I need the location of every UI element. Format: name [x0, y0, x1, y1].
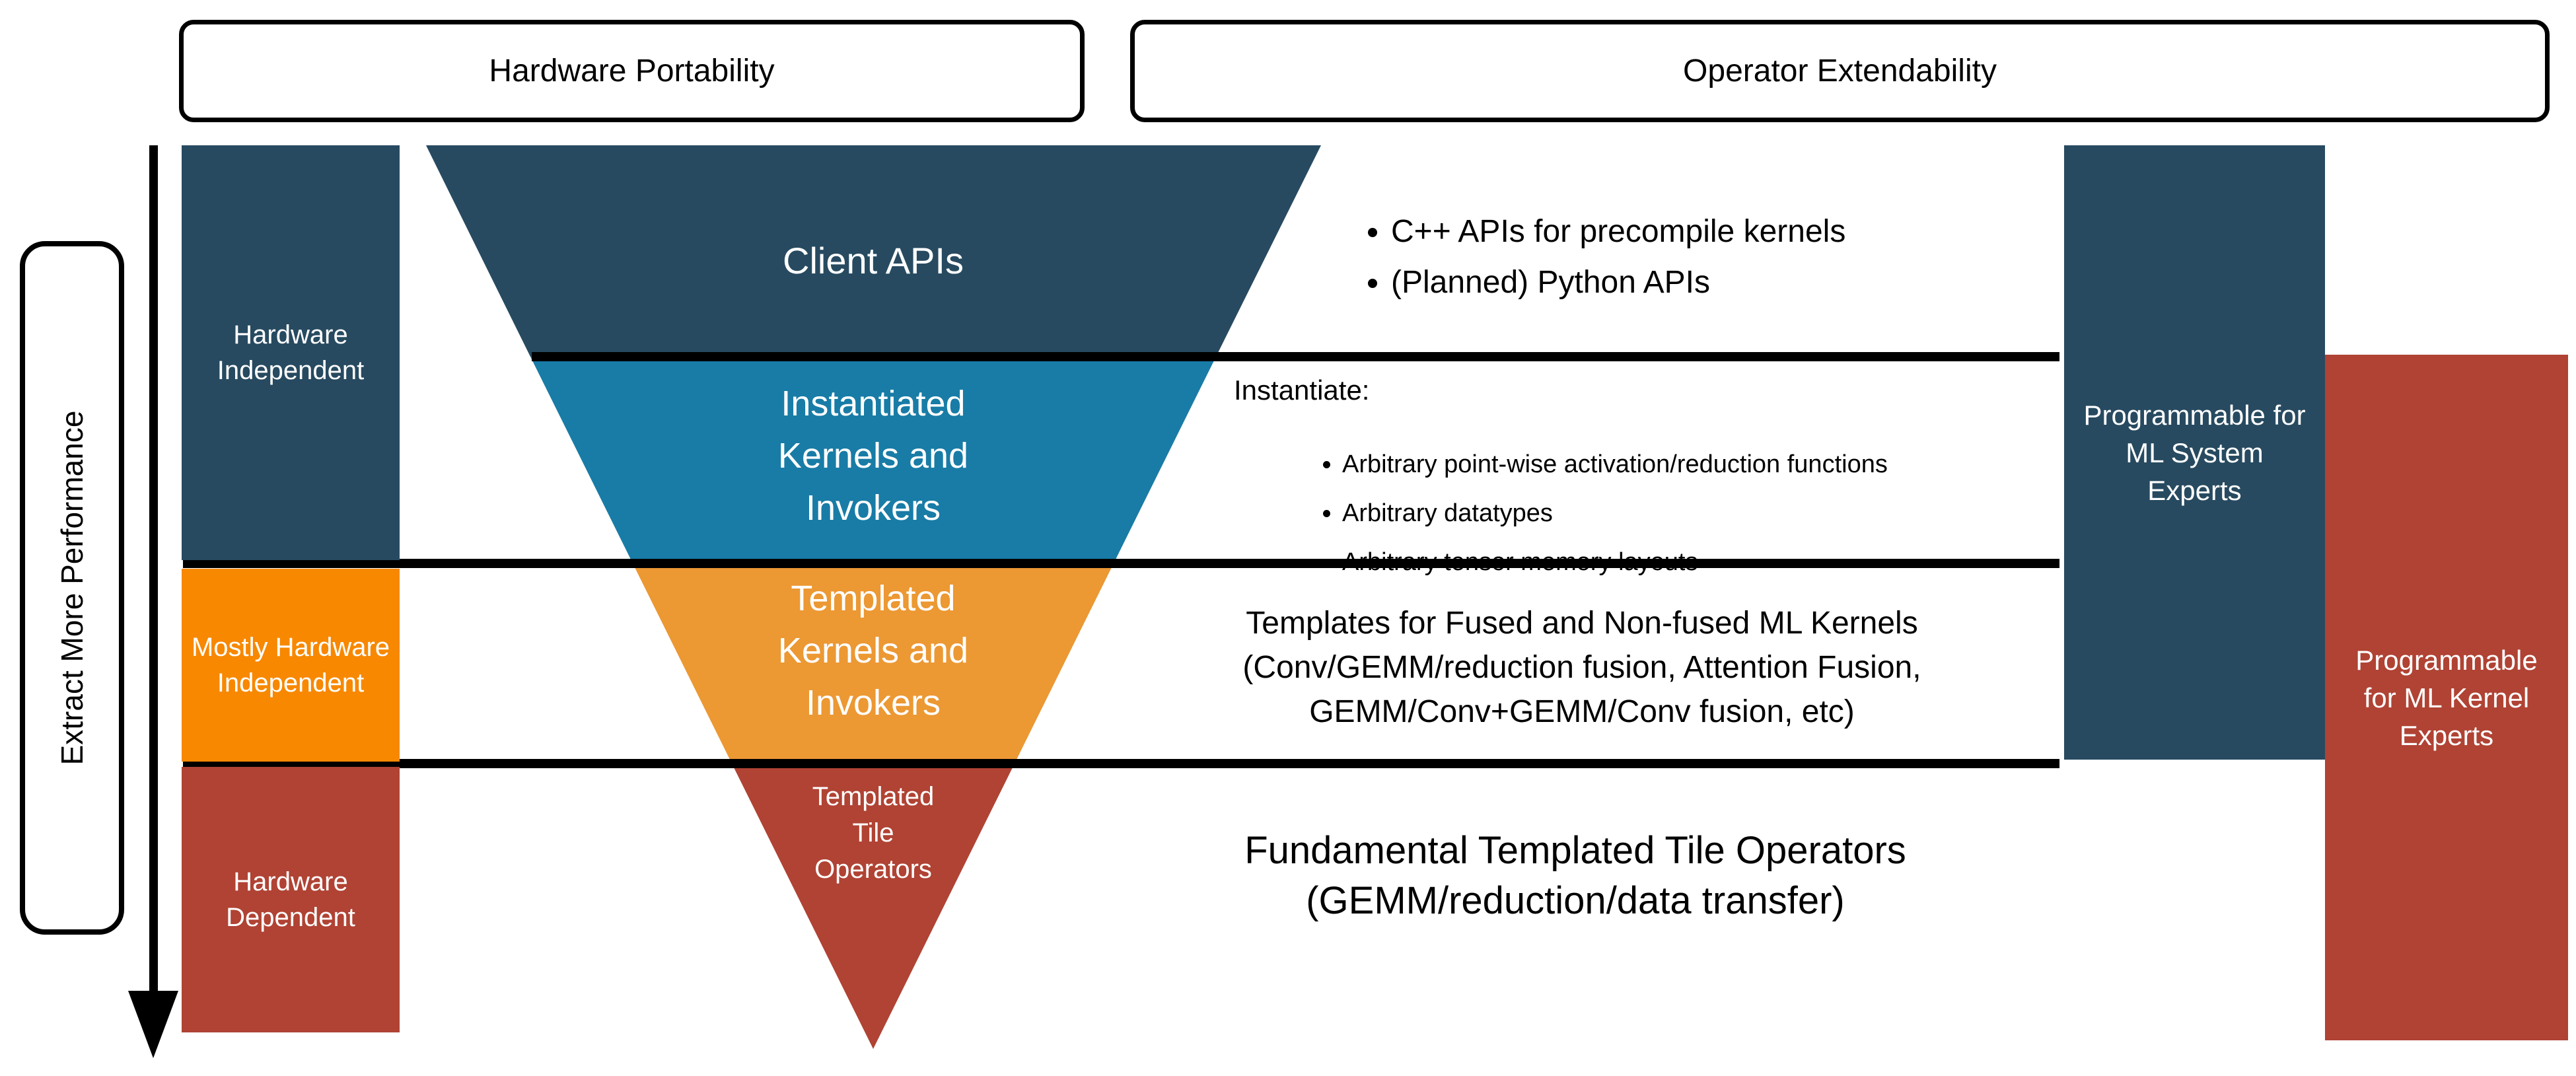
funnel-label-templated-line2: Kernels and	[777, 631, 969, 670]
funnel-layer-tile-operators-shape	[732, 764, 1015, 1049]
left-box-hardware-dependent: Hardware Dependent	[182, 767, 400, 1032]
banner-hardware-portability-label: Hardware Portability	[489, 54, 775, 89]
left-box-hardware-independent-label: Hardware Independent	[217, 320, 365, 385]
templates-annotation-line2: (Conv/GEMM/reduction fusion, Attention F…	[1242, 650, 1921, 685]
funnel-label-instantiated-line1: Instantiated	[781, 384, 966, 423]
banner-operator-extendability-label: Operator Extendability	[1683, 54, 1997, 89]
extract-more-performance-box: Extract More Performance	[20, 241, 124, 935]
funnel-label-client-apis: Client APIs	[609, 235, 1137, 287]
instantiate-bullet-1: Arbitrary point-wise activation/reductio…	[1342, 440, 1888, 489]
client-api-bullet-list: C++ APIs for precompile kernels (Planned…	[1359, 206, 1845, 308]
right-box-ml-kernel-experts-label: Programmable for ML Kernel Experts	[2355, 644, 2538, 751]
banner-operator-extendability: Operator Extendability	[1130, 20, 2550, 122]
right-box-ml-system-experts: Programmable for ML System Experts	[2064, 145, 2325, 760]
funnel-label-templated: Templated Kernels and Invokers	[642, 573, 1104, 729]
separator-line-3	[183, 759, 2059, 768]
left-box-hardware-dependent-label: Hardware Dependent	[226, 867, 355, 932]
templates-annotation-line1: Templates for Fused and Non-fused ML Ker…	[1246, 606, 1918, 641]
funnel-layer-client-apis-shape	[426, 145, 1321, 357]
instantiate-bullet-3: Arbitrary tensor memory layouts	[1342, 538, 1888, 587]
funnel-label-templated-line3: Invokers	[805, 683, 941, 723]
left-box-hardware-independent: Hardware Independent	[182, 145, 400, 560]
funnel-layer-templated-shape	[633, 563, 1114, 764]
fundamental-annotation-line1: Fundamental Templated Tile Operators	[1244, 829, 1906, 872]
instantiate-heading: Instantiate:	[1234, 375, 1370, 406]
templates-annotation-line3: GEMM/Conv+GEMM/Conv fusion, etc)	[1309, 694, 1855, 729]
separator-line-2	[183, 559, 2059, 568]
fundamental-annotation: Fundamental Templated Tile Operators (GE…	[1090, 826, 2061, 926]
fundamental-annotation-line2: (GEMM/reduction/data transfer)	[1306, 879, 1845, 922]
client-api-bullet-1: C++ APIs for precompile kernels	[1391, 206, 1845, 257]
templates-annotation: Templates for Fused and Non-fused ML Ker…	[1123, 601, 2041, 734]
funnel-label-tile-operators-line2: Tile	[852, 818, 894, 847]
performance-arrow-head	[128, 991, 178, 1058]
funnel-label-tile-operators: Templated Tile Operators	[741, 779, 1005, 888]
funnel-layer-instantiated-shape	[530, 357, 1216, 563]
funnel-label-client-apis-text: Client APIs	[783, 240, 964, 281]
funnel-label-instantiated-line2: Kernels and	[777, 436, 969, 476]
right-box-ml-kernel-experts: Programmable for ML Kernel Experts	[2325, 355, 2568, 1040]
left-box-mostly-hardware-independent-label: Mostly Hardware Independent	[191, 633, 390, 698]
funnel-label-instantiated: Instantiated Kernels and Invokers	[642, 378, 1104, 534]
banner-hardware-portability: Hardware Portability	[179, 20, 1085, 122]
left-box-mostly-hardware-independent: Mostly Hardware Independent	[182, 569, 400, 762]
funnel-label-instantiated-line3: Invokers	[805, 488, 941, 528]
funnel-label-tile-operators-line3: Operators	[814, 855, 932, 884]
instantiate-bullet-list: Arbitrary point-wise activation/reductio…	[1313, 440, 1888, 587]
funnel-label-tile-operators-line1: Templated	[812, 782, 935, 811]
right-box-ml-system-experts-label: Programmable for ML System Experts	[2083, 399, 2306, 506]
instantiate-bullet-2: Arbitrary datatypes	[1342, 489, 1888, 538]
performance-arrow-line	[149, 145, 158, 996]
funnel-label-templated-line1: Templated	[791, 579, 956, 618]
client-api-bullet-2: (Planned) Python APIs	[1391, 257, 1845, 308]
extract-more-performance-label: Extract More Performance	[55, 410, 89, 766]
separator-line-1	[532, 352, 2059, 361]
